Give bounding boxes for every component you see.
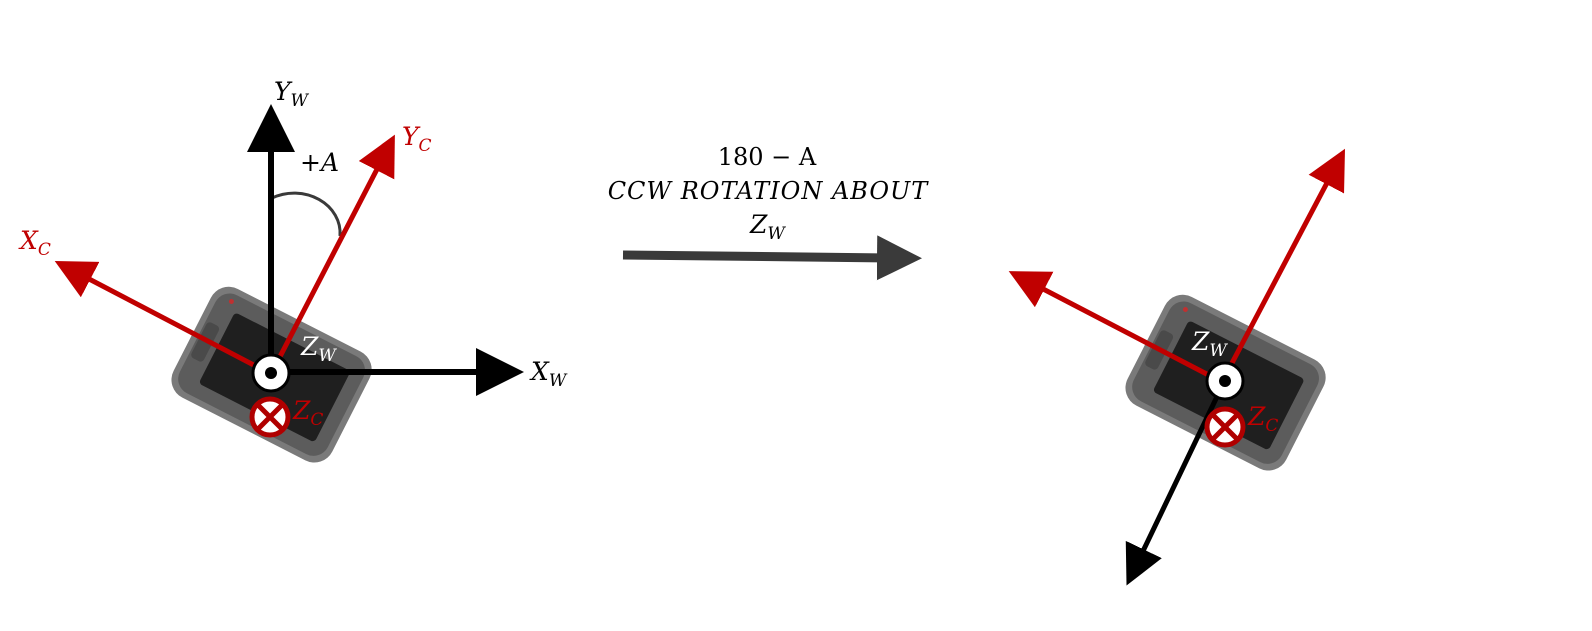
out-of-page-icon [1205,361,1245,401]
right-frame: ZW ZC [1008,148,1345,586]
y-camera-axis [1219,148,1345,384]
transform-arrow [622,235,922,281]
z-world-label: ZW [300,332,337,366]
x-camera-axis [54,261,273,377]
rotated-world-axis [1125,380,1227,586]
y-camera-label: YC [402,122,432,156]
angle-label: +A [300,148,339,177]
x-camera-label: XC [18,226,51,260]
rotation-axis-label: ZW [749,210,786,244]
y-camera-axis [268,134,395,376]
left-frame: YW +A YC XC XW ZW ZC [18,77,568,463]
z-world-label: ZW [1191,327,1228,361]
z-camera-label: ZC [1247,402,1278,436]
transform-annotation: 180 − A CCW ROTATION ABOUT ZW [608,143,930,281]
into-page-icon [249,396,291,438]
into-page-icon [1204,406,1246,448]
z-camera-label: ZC [292,396,323,430]
out-of-page-icon [251,353,291,393]
rotation-angle-text: 180 − A [718,143,817,171]
rotation-description-text: CCW ROTATION ABOUT [608,177,930,205]
x-camera-axis [1008,271,1224,385]
y-world-label: YW [274,77,310,111]
x-world-label: XW [529,357,568,391]
angle-arc [271,191,342,237]
